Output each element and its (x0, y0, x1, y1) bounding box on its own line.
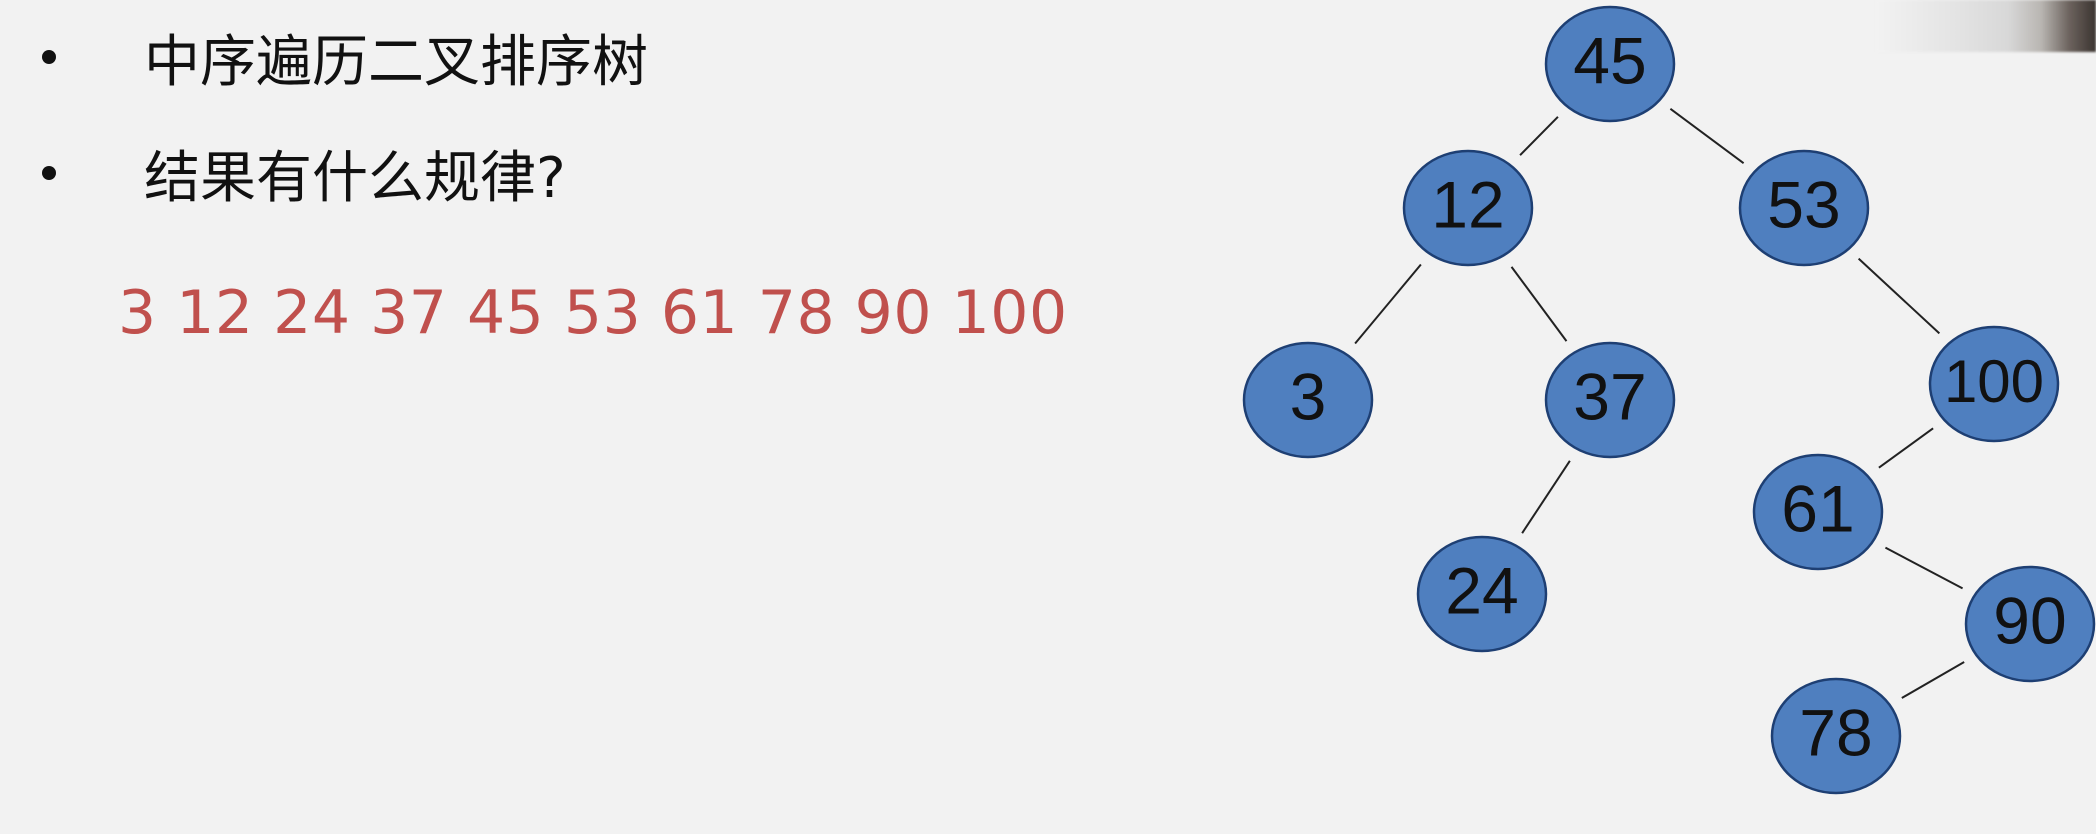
bullet-list: 中序遍历二叉排序树 结果有什么规律? (30, 22, 648, 254)
tree-node-label: 24 (1445, 553, 1518, 627)
tree-node-label: 45 (1573, 23, 1646, 97)
tree-node-circle (1544, 5, 1676, 123)
tree-node-circle (1544, 341, 1676, 459)
tree-node-61: 61 (1752, 453, 1884, 571)
tree-edge-53-100 (1857, 257, 1941, 335)
tree-edge-12-37 (1510, 266, 1568, 342)
tree-node-label: 61 (1781, 471, 1854, 545)
bullet-text-question: 结果有什么规律? (144, 145, 566, 211)
tree-node-78: 78 (1770, 677, 1902, 795)
tree-edge-37-24 (1521, 460, 1571, 534)
bullet-item-inorder: 中序遍历二叉排序树 (30, 22, 648, 95)
tree-node-37: 37 (1544, 341, 1676, 459)
tree-node-90: 90 (1964, 565, 2096, 683)
tree-node-circle (1964, 565, 2096, 683)
tree-node-label: 53 (1767, 167, 1840, 241)
tree-node-53: 53 (1738, 149, 1870, 267)
tree-node-label: 78 (1799, 695, 1872, 769)
tree-node-45: 45 (1544, 5, 1676, 123)
bullet-item-question: 结果有什么规律? (30, 138, 648, 211)
tree-node-label: 100 (1944, 348, 2044, 415)
tree-node-label: 3 (1290, 359, 1327, 433)
tree-edge-90-78 (1901, 661, 1965, 699)
tree-node-circle (1242, 341, 1374, 459)
inorder-result-sequence: 3 12 24 37 45 53 61 78 90 100 (118, 278, 1068, 348)
tree-nodes: 45 12 53 3 37 100 24 61 90 78 (1242, 5, 2096, 795)
tree-node-circle (1752, 453, 1884, 571)
bullet-dot-icon (42, 166, 56, 180)
tree-node-circle (1416, 535, 1548, 653)
tree-edge-100-61 (1878, 427, 1934, 469)
tree-edge-45-53 (1669, 108, 1745, 164)
tree-edge-45-12 (1519, 116, 1559, 156)
tree-edges (1354, 108, 1965, 699)
tree-node-label: 90 (1993, 583, 2066, 657)
tree-node-circle (1738, 149, 1870, 267)
tree-node-label: 12 (1431, 167, 1504, 241)
tree-node-circle (1402, 149, 1534, 267)
tree-node-12: 12 (1402, 149, 1534, 267)
bullet-dot-icon (42, 50, 56, 64)
tree-node-24: 24 (1416, 535, 1548, 653)
webcam-thumbnail (1876, 0, 2096, 52)
tree-node-circle (1770, 677, 1902, 795)
tree-node-label: 37 (1573, 359, 1646, 433)
tree-node-100: 100 (1928, 325, 2060, 443)
bullet-text-inorder: 中序遍历二叉排序树 (144, 29, 648, 95)
tree-edge-61-90 (1884, 546, 1964, 590)
tree-node-circle (1928, 325, 2060, 443)
tree-node-3: 3 (1242, 341, 1374, 459)
tree-edge-12-3 (1354, 263, 1422, 345)
